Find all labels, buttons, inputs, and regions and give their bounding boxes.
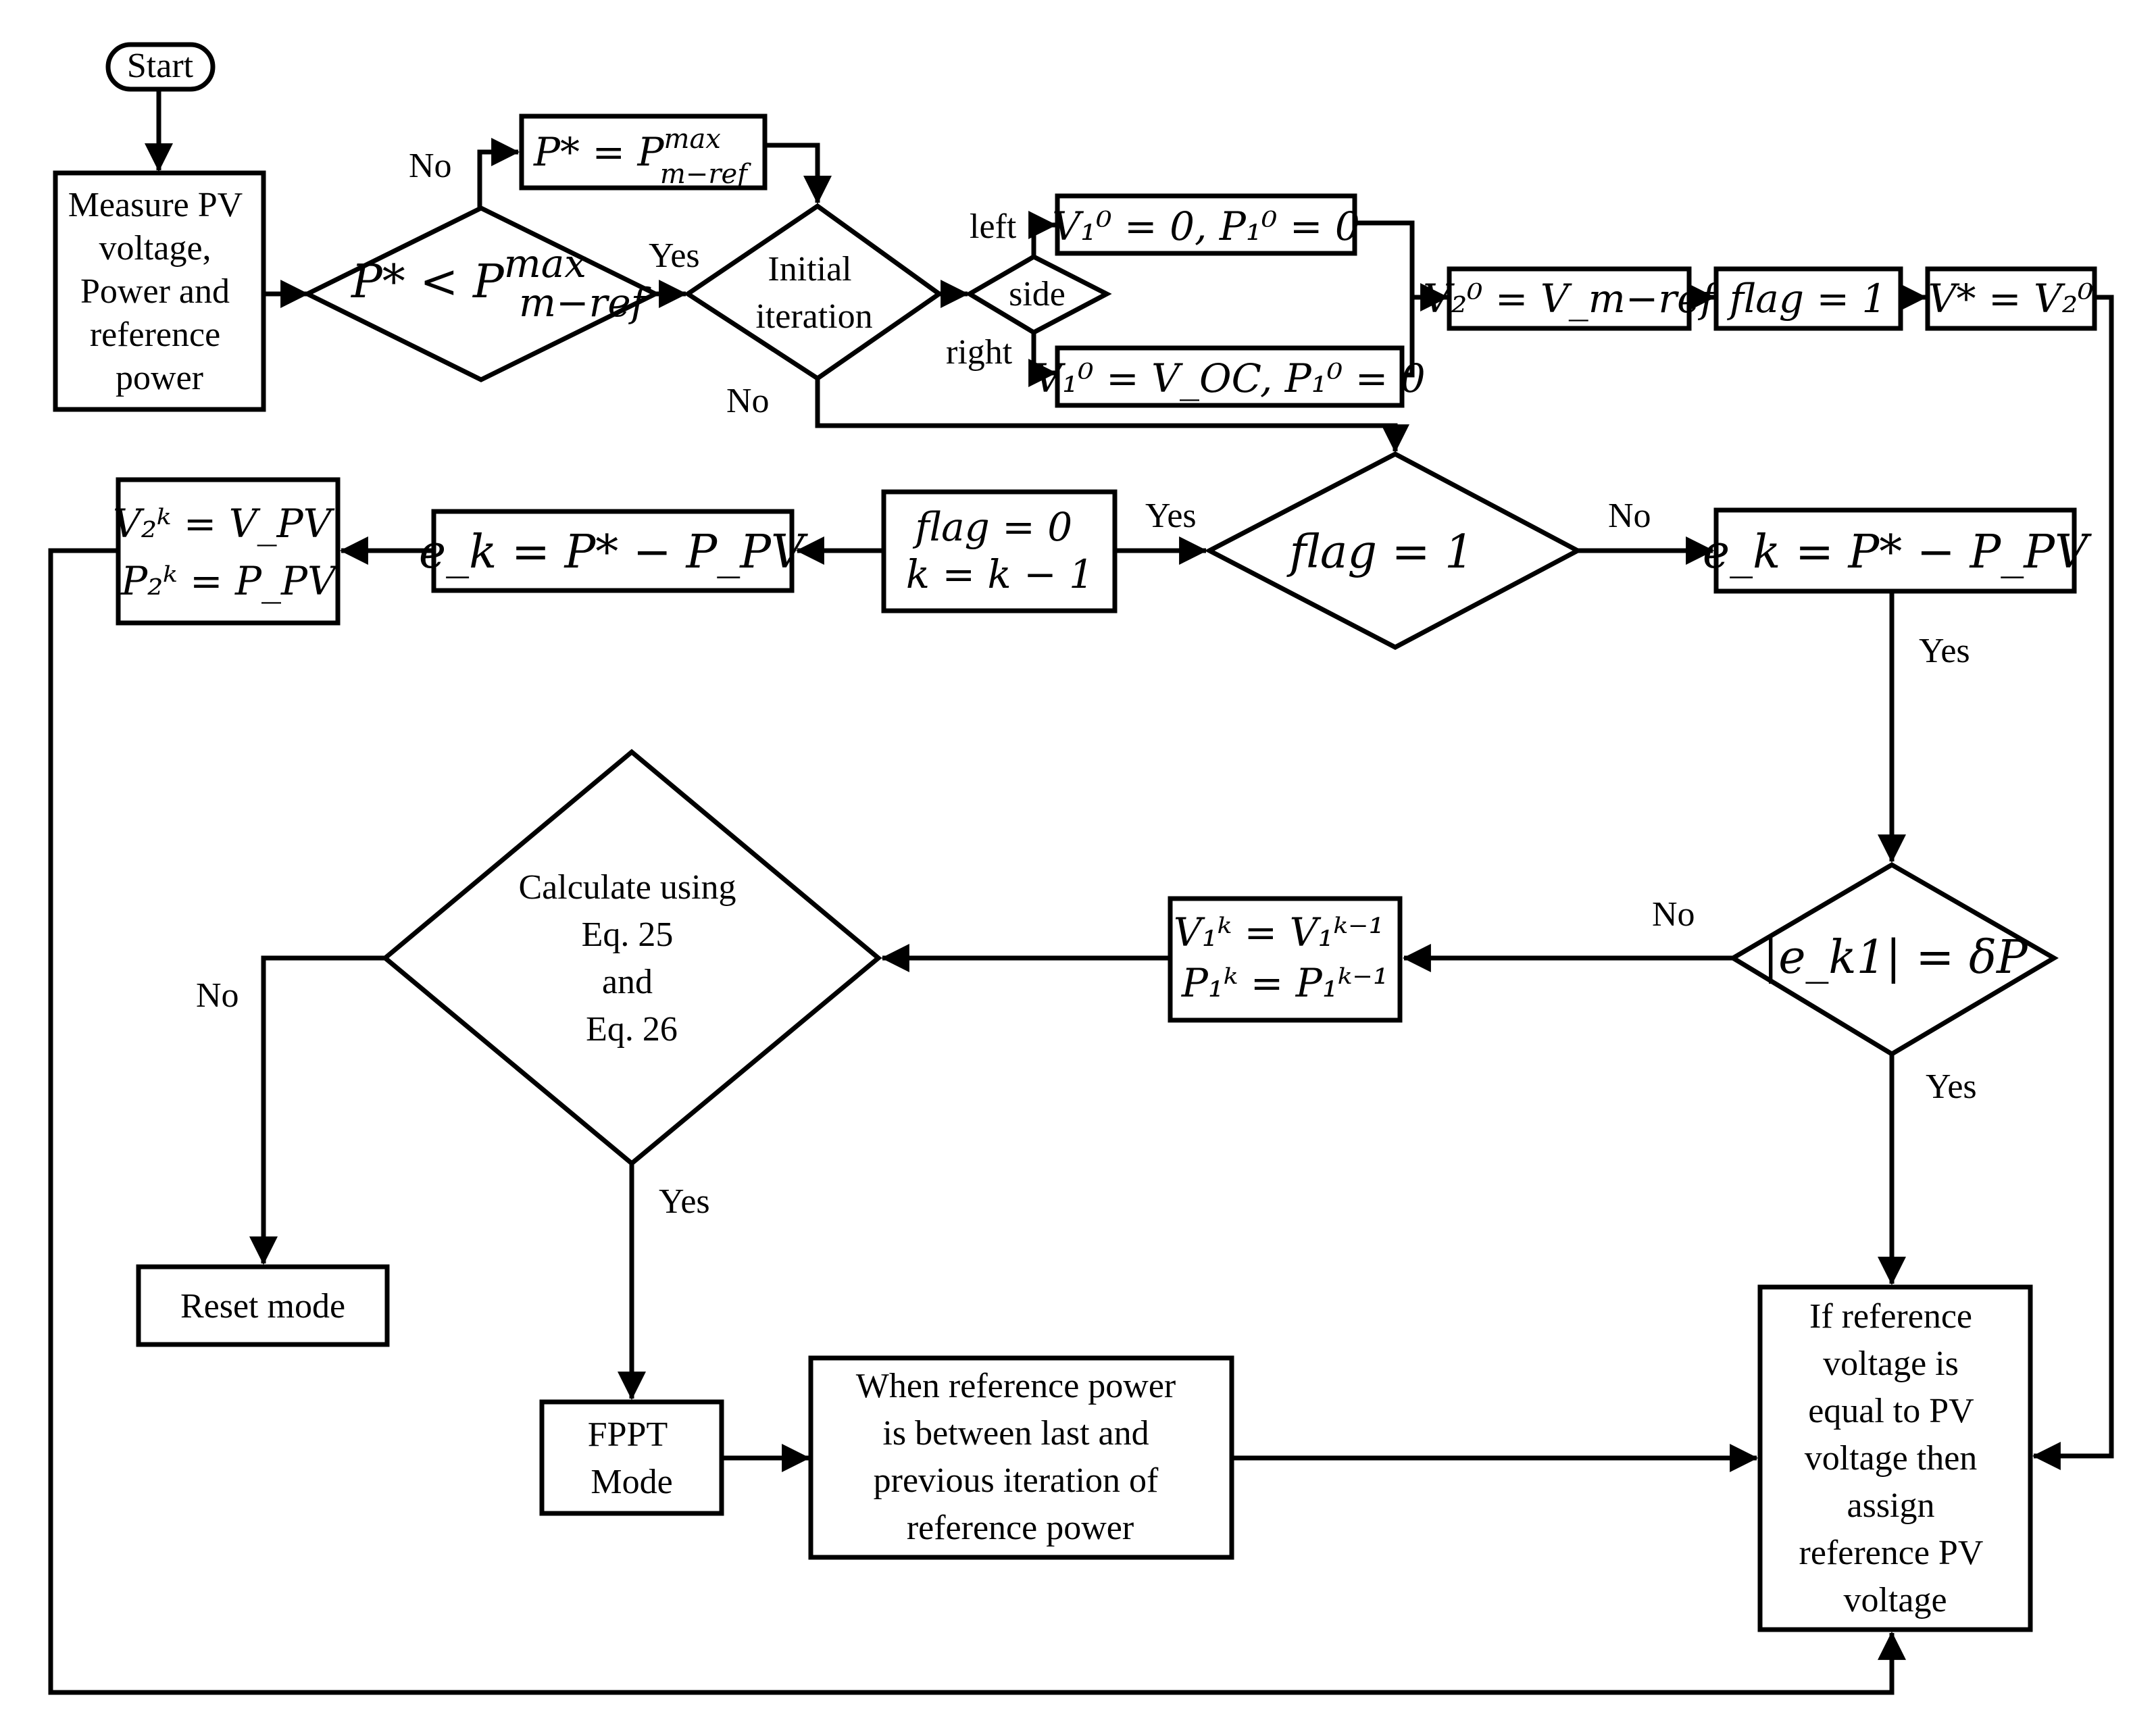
edge-label-no-iter: No xyxy=(726,382,770,420)
measure-line: Power and xyxy=(80,272,230,311)
side-diamond: side xyxy=(965,254,1112,336)
if-ref-line: voltage then xyxy=(1805,1439,1978,1478)
calc-line: and xyxy=(602,963,653,1001)
measure-node: Measure PV voltage, Power and reference … xyxy=(53,170,266,412)
initial-line: Initial xyxy=(768,250,851,288)
vstar-node: V* = V₂⁰ xyxy=(1925,266,2097,331)
edge-setp-to-initial xyxy=(765,143,832,205)
edge-v2k-to-ifref xyxy=(48,548,1906,1695)
flag-reset-label: flag = 0 k = k − 1 xyxy=(906,504,1094,597)
reset-mode-node: Reset mode xyxy=(136,1264,390,1347)
when-ref-line: reference power xyxy=(907,1509,1134,1547)
start-node: Start xyxy=(105,42,216,92)
when-ref-node: When reference power is between last and… xyxy=(808,1355,1234,1560)
edge-label-left: left xyxy=(970,207,1017,246)
fppt-line: FPPT xyxy=(588,1415,668,1454)
measure-line: reference xyxy=(90,316,220,354)
measure-line: voltage, xyxy=(99,229,211,268)
calc-diamond: Calculate using Eq. 25 and Eq. 26 xyxy=(381,749,882,1167)
edge-label-yes-calc: Yes xyxy=(659,1182,710,1221)
right-init-label: V₁⁰ = V_OC, P₁⁰ = 0 xyxy=(1034,355,1425,401)
edge-label-yes-cond: Yes xyxy=(649,236,700,275)
calc-label: Calculate using Eq. 25 and Eq. 26 xyxy=(518,868,745,1049)
edge-label-no-calc: No xyxy=(196,976,239,1015)
edge-labels: No Yes left right No Yes No Yes No Yes N… xyxy=(196,147,1977,1221)
fppt-line: Mode xyxy=(591,1463,672,1501)
v2k-line: V₂ᵏ = V_PV xyxy=(113,501,335,547)
edge-cond-no-to-setp xyxy=(477,138,520,209)
measure-label: Measure PV voltage, Power and reference … xyxy=(68,186,251,397)
edge-label-yes-ekcheck: Yes xyxy=(1926,1067,1977,1106)
if-ref-line: voltage xyxy=(1843,1581,1947,1619)
edge-calc-no-to-reset xyxy=(249,955,385,1265)
calc-line: Calculate using xyxy=(518,868,736,907)
side-label: side xyxy=(1009,275,1066,313)
measure-line: power xyxy=(116,359,203,397)
v1k-update-node: V₁ᵏ = V₁ᵏ⁻¹ P₁ᵏ = P₁ᵏ⁻¹ xyxy=(1168,896,1403,1023)
when-ref-line: previous iteration of xyxy=(874,1461,1159,1500)
flag-reset-line: flag = 0 xyxy=(912,504,1072,550)
edge-side-left xyxy=(1028,211,1057,255)
when-ref-line: is between last and xyxy=(882,1414,1149,1453)
if-ref-label: If reference voltage is equal to PV volt… xyxy=(1799,1297,1992,1619)
edge-vstar-to-ifref xyxy=(2032,295,2114,1470)
edge-label-right: right xyxy=(946,333,1013,372)
flag-set-node: flag = 1 xyxy=(1713,266,1903,331)
left-init-label: V₁⁰ = 0, P₁⁰ = 0 xyxy=(1052,203,1360,249)
ek-right-node: e_k = P* − P_PV xyxy=(1703,507,2092,594)
vstar-label: V* = V₂⁰ xyxy=(1928,276,2094,322)
fppt-mode-label: FPPT Mode xyxy=(588,1415,676,1501)
flag-set-label: flag = 1 xyxy=(1727,276,1887,322)
initial-iteration-label: Initial iteration xyxy=(755,250,872,336)
ek-left-label: e_k = P* − P_PV xyxy=(419,526,808,579)
initial-line: iteration xyxy=(755,297,872,336)
ek-check-label: |e_k1| = δP xyxy=(1763,931,2028,984)
v1k-line: V₁ᵏ = V₁ᵏ⁻¹ xyxy=(1174,909,1384,955)
v2-init-label: V₂⁰ = V_m−ref xyxy=(1423,276,1721,322)
if-ref-line: reference PV xyxy=(1799,1534,1983,1572)
calc-line: Eq. 25 xyxy=(582,915,674,954)
measure-line: Measure PV xyxy=(68,186,243,224)
v2k-update-node: V₂ᵏ = V_PV P₂ᵏ = P_PV xyxy=(113,477,344,626)
when-ref-line: When reference power xyxy=(856,1367,1176,1405)
edge-label-no-top: No xyxy=(409,147,452,185)
edge-initial-no-to-flag xyxy=(815,377,1409,453)
if-ref-line: voltage is xyxy=(1823,1344,1959,1383)
reset-mode-label: Reset mode xyxy=(180,1287,345,1326)
ek-left-node: e_k = P* − P_PV xyxy=(419,509,808,593)
ek-right-label: e_k = P* − P_PV xyxy=(1703,526,2092,579)
edge-label-yes-flag: Yes xyxy=(1145,497,1197,535)
edge-label-no-flag: No xyxy=(1608,497,1651,535)
flag-reset-node: flag = 0 k = k − 1 xyxy=(881,489,1118,613)
v1k-line: P₁ᵏ = P₁ᵏ⁻¹ xyxy=(1181,960,1388,1006)
if-ref-line: equal to PV xyxy=(1808,1392,1974,1430)
flag-check-label: flag = 1 xyxy=(1286,526,1474,579)
initial-iteration-diamond: Initial iteration xyxy=(683,203,944,382)
start-label: Start xyxy=(127,47,194,85)
edges xyxy=(48,91,2114,1695)
v2k-line: P₂ᵏ = P_PV xyxy=(120,558,339,604)
edge-label-no-ekcheck: No xyxy=(1652,895,1695,934)
edge-side-right xyxy=(1028,332,1057,387)
v2k-update-label: V₂ᵏ = V_PV P₂ᵏ = P_PV xyxy=(113,501,344,604)
v1k-update-label: V₁ᵏ = V₁ᵏ⁻¹ P₁ᵏ = P₁ᵏ⁻¹ xyxy=(1174,909,1397,1006)
ek-check-diamond: |e_k1| = δP xyxy=(1728,861,2059,1057)
when-ref-label: When reference power is between last and… xyxy=(856,1367,1184,1547)
flag-reset-line: k = k − 1 xyxy=(906,551,1094,597)
left-init-node: V₁⁰ = 0, P₁⁰ = 0 xyxy=(1052,193,1360,256)
fppt-mode-node: FPPT Mode xyxy=(539,1399,724,1516)
v2-init-node: V₂⁰ = V_m−ref xyxy=(1423,266,1721,331)
right-init-node: V₁⁰ = V_OC, P₁⁰ = 0 xyxy=(1034,345,1426,408)
edge-label-yes-ek: Yes xyxy=(1919,632,1970,670)
if-ref-node: If reference voltage is equal to PV volt… xyxy=(1757,1284,2033,1632)
if-ref-line: assign xyxy=(1847,1486,1935,1525)
flag-check-diamond: flag = 1 xyxy=(1204,451,1583,650)
calc-line: Eq. 26 xyxy=(586,1010,678,1049)
if-ref-line: If reference xyxy=(1809,1297,1972,1336)
